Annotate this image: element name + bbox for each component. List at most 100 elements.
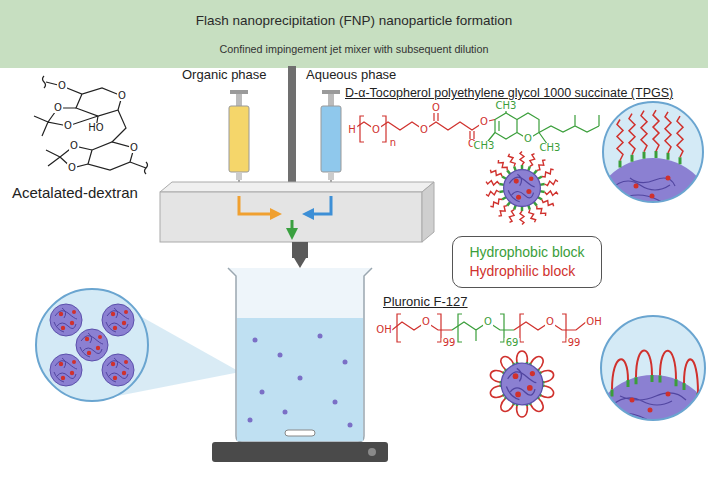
tpgs-nanoparticle [526,204,536,223]
jet-mixer [160,192,422,242]
beaker [228,268,372,442]
tpgs-nanoparticle [520,206,524,225]
beaker [260,390,265,395]
atom-label: n [389,138,397,148]
aqueous-syringe [328,172,334,180]
tpgs-surface-zoom [617,110,683,160]
beaker [333,400,338,405]
jet-mixer [239,196,276,214]
organic-syringe [229,106,249,172]
stir-plate [368,448,376,456]
tpgs-nanoparticle [486,189,505,196]
atom-label: O [371,125,381,135]
beaker [283,410,288,415]
jet-mixer [292,242,308,258]
beaker [348,423,353,428]
aqueous-syringe [322,90,340,94]
tpgs-surface-zoom [591,100,708,282]
jet-mixer [422,182,434,242]
tpgs-surface-zoom [600,100,708,206]
atom-label: O [69,141,79,151]
atom-label: O [117,91,127,101]
beaker [278,353,283,358]
tpgs-nanoparticle [508,153,518,172]
tpgs-surface-zoom [603,102,703,202]
atom-label: 69 [505,338,520,348]
zoom-nanoparticles [50,354,82,386]
legend-box: Hydrophobic blockHydrophilic block [452,236,601,288]
aqueous-syringe [328,94,334,106]
mixer-rod [288,66,296,184]
zoom-nanoparticles [36,289,148,401]
atom-label: O [431,103,441,113]
beaker [343,360,348,365]
tpgs-structure [495,113,517,139]
organic-syringe [236,94,242,106]
tpgs-surface-zoom [620,151,680,167]
stir-plate [212,442,388,462]
atom-label: CH3 [539,143,562,153]
dextran-structure [145,162,148,174]
dextran-structure [46,82,122,116]
tpgs-nanoparticle [486,180,505,187]
compound-name: Acetalated-dextran [12,184,138,201]
phase-label: Organic phase [182,68,267,83]
zoom-nanoparticles [36,289,148,401]
tpgs-surface-zoom [666,176,671,181]
tpgs-nanoparticle [539,180,558,187]
tpgs-nanoparticle [520,152,524,171]
beaker [228,268,372,442]
tpgs-surface-zoom [634,184,639,189]
zoom-nanoparticles [50,304,82,336]
tpgs-nanoparticle [508,204,518,223]
tpgs-nanoparticle [532,159,547,176]
atom-label: O [129,143,139,153]
tpgs-nanoparticle [526,153,536,172]
zoom-nanoparticles [102,354,134,386]
tpgs-nanoparticle [532,201,547,218]
atom-label: O [53,103,63,113]
jet-mixer [291,220,294,234]
pluronic-surface-zoom [630,398,635,403]
pluronic-surface-zoom [588,314,708,477]
legend-text: Hydrophilic block [469,262,584,281]
tpgs-nanoparticle [497,159,512,176]
dextran-structure [88,142,134,170]
atom-label: O [479,117,489,127]
title: Flash nanoprecipitation (FNP) nanopartic… [0,13,708,29]
tpgs-nanoparticle [486,152,559,225]
tpgs-nanoparticle [497,201,512,218]
pluronic-surface-zoom [588,314,708,477]
atom-label: O [483,317,493,327]
tpgs-nanoparticle [537,195,555,208]
atom-label: O [421,317,431,327]
tpgs-nanoparticle [489,168,507,181]
pluronic-structure [392,314,586,342]
dextran-structure [43,76,46,88]
atom-label: HO [87,123,104,133]
pluronic-surface-zoom [648,408,653,413]
subtitle: Confined impingement jet mixer with subs… [0,43,708,55]
atom-label: H [347,125,357,135]
atom-label: OH [375,325,392,335]
header-band [0,0,708,68]
pluronic-surface-zoom [601,316,705,420]
zoom-nanoparticles [102,304,134,336]
zoom-nanoparticles [76,329,108,361]
tpgs-nanoparticle [504,170,541,207]
atom-label: O [545,317,555,327]
beaker [237,318,363,441]
tpgs-nanoparticle [539,189,558,196]
atom-label: O [63,121,73,131]
tpgs-surface-zoom [650,194,655,199]
atom-label: OH [585,317,602,327]
atom-label: O [57,81,67,91]
compound-name: Pluronic F-127 [383,295,468,310]
stir-plate [212,442,388,462]
beaker [248,418,253,423]
jet-mixer [308,196,331,214]
aqueous-syringe [321,90,341,190]
tpgs-structure [360,116,386,142]
beaker [285,430,315,436]
